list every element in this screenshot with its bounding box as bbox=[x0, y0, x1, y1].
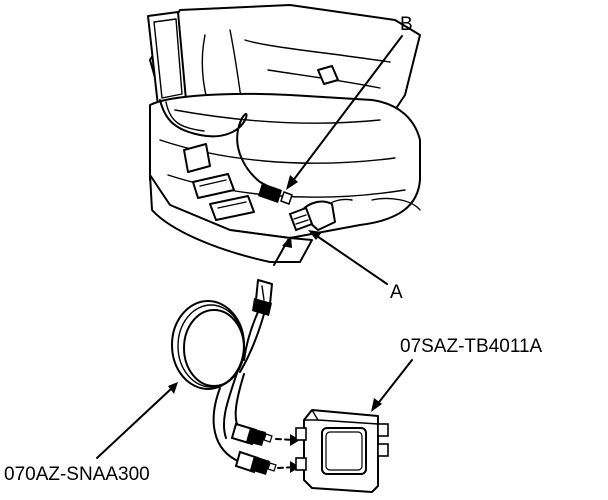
tool-box-part-number: 07SAZ-TB4011A bbox=[400, 336, 543, 357]
seat-illustration bbox=[147, 4, 421, 266]
leader-lines bbox=[96, 35, 413, 459]
callout-b-label: B bbox=[400, 14, 413, 35]
test-box-illustration bbox=[295, 409, 389, 493]
tool-harness-part-number: 070AZ-SNAA300 bbox=[4, 464, 150, 485]
callout-a-label: A bbox=[390, 282, 403, 303]
tool-harness-illustration bbox=[171, 279, 300, 475]
